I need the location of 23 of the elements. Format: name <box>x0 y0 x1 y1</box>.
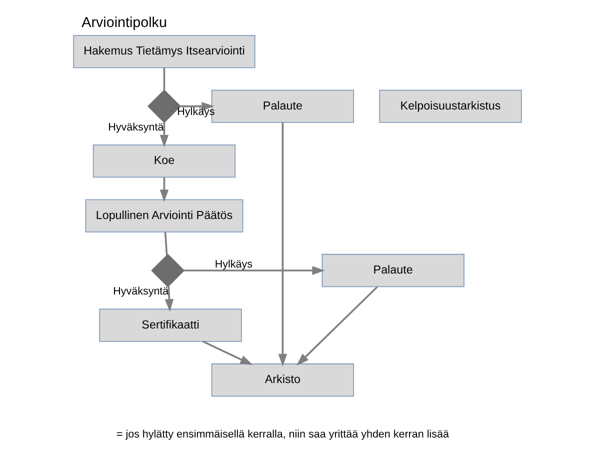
arrow <box>160 177 169 202</box>
node-box: Lopullinen Arviointi Päätös <box>85 199 244 232</box>
node-box: Arkisto <box>211 363 354 397</box>
edge-label: Hyväksyntä <box>108 121 164 134</box>
arrow <box>160 122 169 148</box>
diagram-title: Arviointipolku <box>82 15 167 32</box>
arrow <box>164 286 174 312</box>
node-box: Kelpoisuustarkistus <box>379 90 522 123</box>
arrow <box>278 122 288 366</box>
arrow <box>180 102 214 111</box>
legend-label: = jos hylätty ensimmäisellä kerralla, niin saa yrittää yhden kerran lisää <box>116 428 449 441</box>
node-box: Palaute <box>322 254 464 288</box>
edge-label: Hylkäys <box>214 258 253 270</box>
node-diamond <box>151 254 185 288</box>
connector <box>164 232 168 256</box>
arrow <box>296 286 378 366</box>
edge-label: Hyväksyntä <box>113 286 169 298</box>
node-box: Sertifikaatti <box>99 308 242 342</box>
arrow <box>184 266 325 275</box>
node-box: Hakemus Tietämys Itsearviointi <box>73 34 256 68</box>
connector <box>163 68 166 90</box>
arrow <box>202 340 253 365</box>
node-box: Koe <box>92 144 236 178</box>
